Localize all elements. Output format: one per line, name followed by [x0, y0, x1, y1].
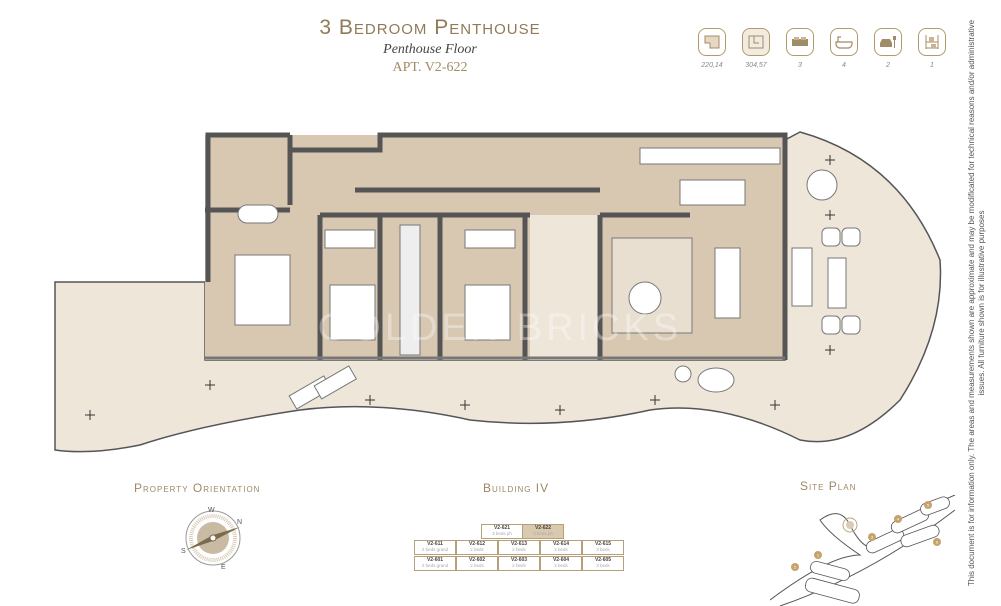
svg-text:5: 5	[927, 503, 930, 508]
svg-text:6: 6	[936, 540, 939, 545]
building-heading: Building IV	[483, 481, 550, 495]
bathtub-icon	[830, 28, 858, 56]
svg-text:3: 3	[871, 535, 874, 540]
total-area-icon	[742, 28, 770, 56]
bed-3	[464, 284, 511, 341]
feature-total-area: 304,57	[741, 28, 771, 69]
kitchen-island	[679, 179, 746, 206]
orientation-heading: Property Orientation	[134, 481, 261, 495]
bathtub-master	[237, 204, 279, 224]
coffee-table	[628, 281, 662, 315]
disclaimer-text: This document is for information only. T…	[967, 19, 986, 587]
storage-icon	[918, 28, 946, 56]
features-bar: 220,14 304,57 3 4 2 1	[697, 28, 947, 69]
svg-text:4: 4	[897, 517, 900, 522]
car-parking-icon	[874, 28, 902, 56]
disclaimer: This document is for information only. T…	[964, 0, 990, 606]
master-bed	[234, 254, 291, 326]
floor-subtitle: Penthouse Floor	[383, 42, 477, 57]
apartment-number: APT. V2-622	[392, 60, 468, 75]
svg-text:1: 1	[817, 553, 820, 558]
site-plan-heading: Site Plan	[800, 479, 857, 493]
feature-storage: 1	[917, 28, 947, 69]
feature-bedrooms: 3	[785, 28, 815, 69]
svg-text:N: N	[237, 519, 242, 526]
page-title: 3 Bedroom Penthouse	[319, 16, 541, 39]
svg-text:W: W	[208, 507, 215, 514]
compass: N S W E	[181, 507, 242, 570]
feature-bathrooms: 4	[829, 28, 859, 69]
feature-interior-area: 220,14	[697, 28, 727, 69]
floor-plan: GOLDEN BRICKS	[54, 131, 942, 453]
bed-2	[329, 284, 376, 341]
outdoor-table	[806, 169, 838, 201]
svg-text:S: S	[181, 548, 186, 555]
interior-area-icon	[698, 28, 726, 56]
svg-text:2: 2	[794, 565, 797, 570]
site-plan: 1 2 3 4 5 6	[770, 495, 956, 606]
bed-icon	[786, 28, 814, 56]
feature-parking: 2	[873, 28, 903, 69]
svg-text:E: E	[221, 564, 226, 570]
watermark: GOLDEN BRICKS	[318, 307, 683, 349]
dining-table	[714, 247, 741, 319]
